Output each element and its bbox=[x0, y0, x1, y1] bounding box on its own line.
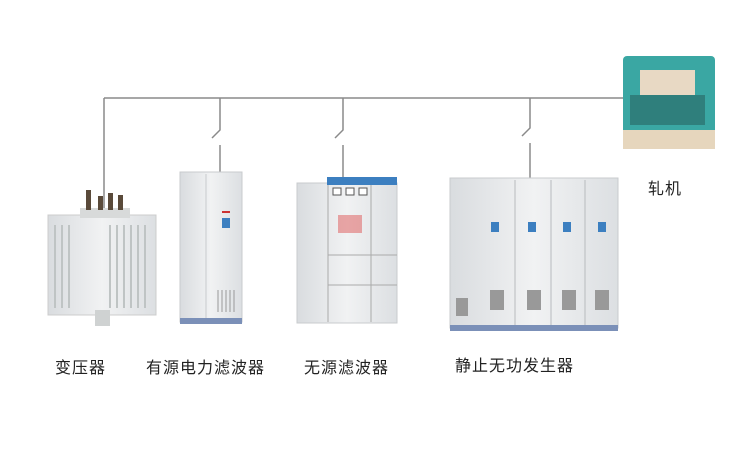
label-svg-generator: 静止无功发生器 bbox=[455, 356, 575, 375]
label-transformer: 变压器 bbox=[55, 358, 107, 377]
label-passive-filter: 无源滤波器 bbox=[304, 358, 390, 377]
svg-generator-cabinets bbox=[449, 177, 619, 331]
label-rolling-mill: 轧机 bbox=[648, 179, 683, 198]
label-active-filter: 有源电力滤波器 bbox=[146, 358, 266, 377]
rolling-mill-image bbox=[623, 56, 715, 149]
active-filter-cabinet bbox=[179, 171, 243, 324]
passive-filter-cabinet bbox=[296, 177, 398, 324]
transformer-image bbox=[47, 190, 157, 326]
